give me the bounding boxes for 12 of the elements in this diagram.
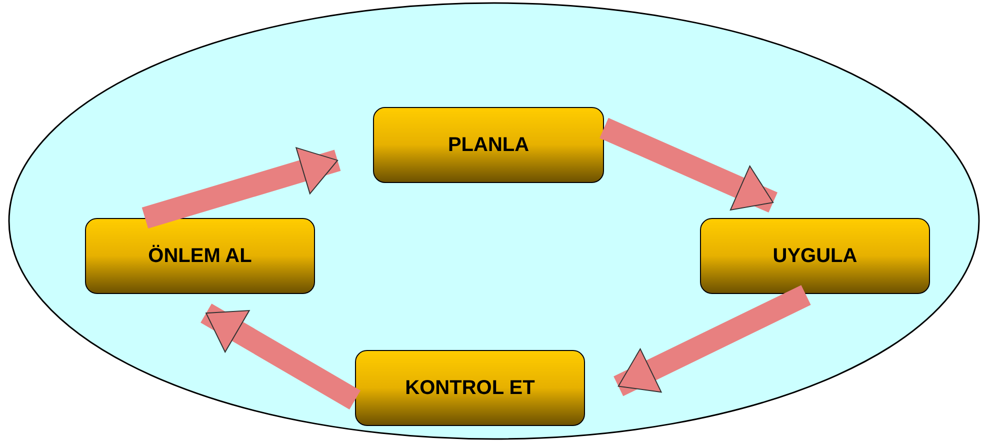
process-box [700,218,930,294]
process-box [355,350,585,426]
block-arrow [142,147,341,229]
process-box [85,218,315,294]
box-label: PLANLA [448,133,530,158]
block-arrow [600,118,778,213]
process-box [373,107,604,183]
box-label: ÖNLEM AL [148,244,252,269]
box-label: UYGULA [772,244,858,269]
block-arrow [614,285,811,396]
box-label: KONTROL ET [405,376,535,401]
block-arrow [200,304,361,410]
